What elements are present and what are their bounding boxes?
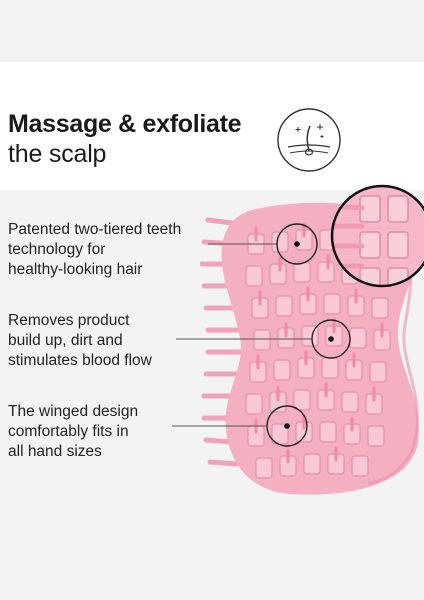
feature-winged-design: The winged design comfortably fits in al… <box>8 402 138 462</box>
header-band <box>0 62 424 190</box>
feature-line: all hand sizes <box>8 443 102 460</box>
feature-line: stimulates blood flow <box>8 352 152 369</box>
hair-follicle-icon <box>277 108 341 172</box>
scalp-brush-image <box>200 202 419 495</box>
feature-line: technology for <box>8 241 106 258</box>
feature-line: Patented two-tiered teeth <box>8 221 182 238</box>
headline: Massage & exfoliate <box>8 110 242 138</box>
feature-line: build up, dirt and <box>8 332 123 349</box>
feature-teeth-technology: Patented two-tiered teeth technology for… <box>8 220 181 280</box>
feature-line: The winged design <box>8 403 139 420</box>
brush-tooth-grid <box>245 222 391 479</box>
subheadline: the scalp <box>8 140 107 168</box>
feature-line: healthy-looking hair <box>8 261 143 278</box>
feature-removes-buildup: Removes product build up, dirt and stimu… <box>8 311 152 371</box>
feature-line: Removes product <box>8 312 130 329</box>
feature-line: comfortably fits in <box>8 423 129 440</box>
